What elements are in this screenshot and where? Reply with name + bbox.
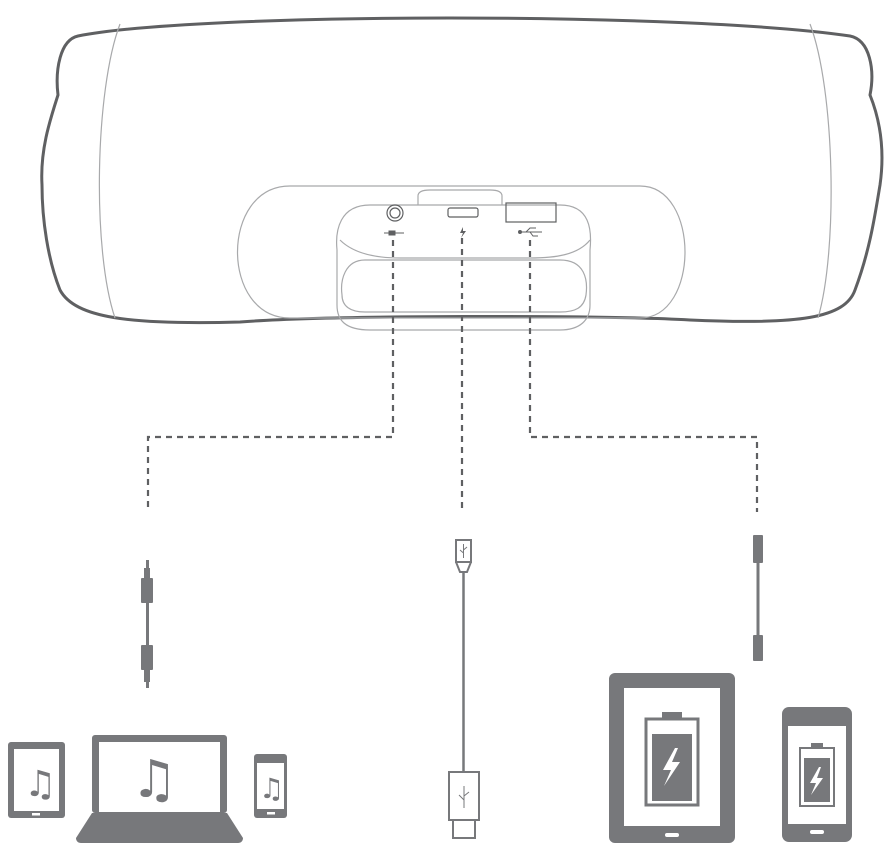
headphone-jack-icon bbox=[384, 230, 404, 236]
media-laptop: ♫ bbox=[76, 735, 243, 843]
aux-cable bbox=[141, 560, 153, 688]
media-tablet: ♫ bbox=[8, 742, 65, 818]
rear-pod bbox=[237, 185, 686, 319]
lightning-bolt-icon bbox=[663, 748, 680, 786]
usb-icon bbox=[458, 786, 470, 808]
media-phone: ♫ bbox=[254, 754, 287, 818]
aux-connection-line bbox=[146, 240, 395, 512]
music-note-icon: ♫ bbox=[131, 750, 178, 810]
battery-charging-icon bbox=[799, 743, 835, 807]
speaker-left-band bbox=[98, 23, 121, 319]
aux-port[interactable] bbox=[386, 204, 404, 222]
speaker-right-band bbox=[809, 23, 832, 319]
battery-charging-icon bbox=[644, 712, 700, 807]
lightning-bolt-icon bbox=[460, 227, 466, 238]
micro-usb-port[interactable] bbox=[447, 207, 479, 218]
charging-tablet bbox=[609, 673, 735, 843]
usb-charging-cable bbox=[448, 539, 480, 839]
usb-connection-line bbox=[528, 240, 759, 512]
connection-lines bbox=[146, 238, 759, 512]
usb-icon bbox=[459, 544, 468, 558]
lightning-bolt-icon bbox=[810, 767, 823, 795]
port-panel-pocket bbox=[340, 259, 588, 313]
music-note-icon: ♫ bbox=[259, 772, 284, 805]
port-panel-ledge bbox=[339, 239, 591, 259]
speaker bbox=[40, 16, 884, 331]
speaker-outline bbox=[40, 16, 884, 325]
usb-port[interactable] bbox=[505, 202, 557, 223]
music-note-icon: ♫ bbox=[24, 764, 56, 805]
usb-cable bbox=[753, 535, 763, 661]
port-panel bbox=[336, 204, 592, 331]
usb-icon bbox=[518, 227, 542, 237]
charging-phone bbox=[782, 707, 852, 842]
port-panel-tab bbox=[417, 189, 503, 205]
